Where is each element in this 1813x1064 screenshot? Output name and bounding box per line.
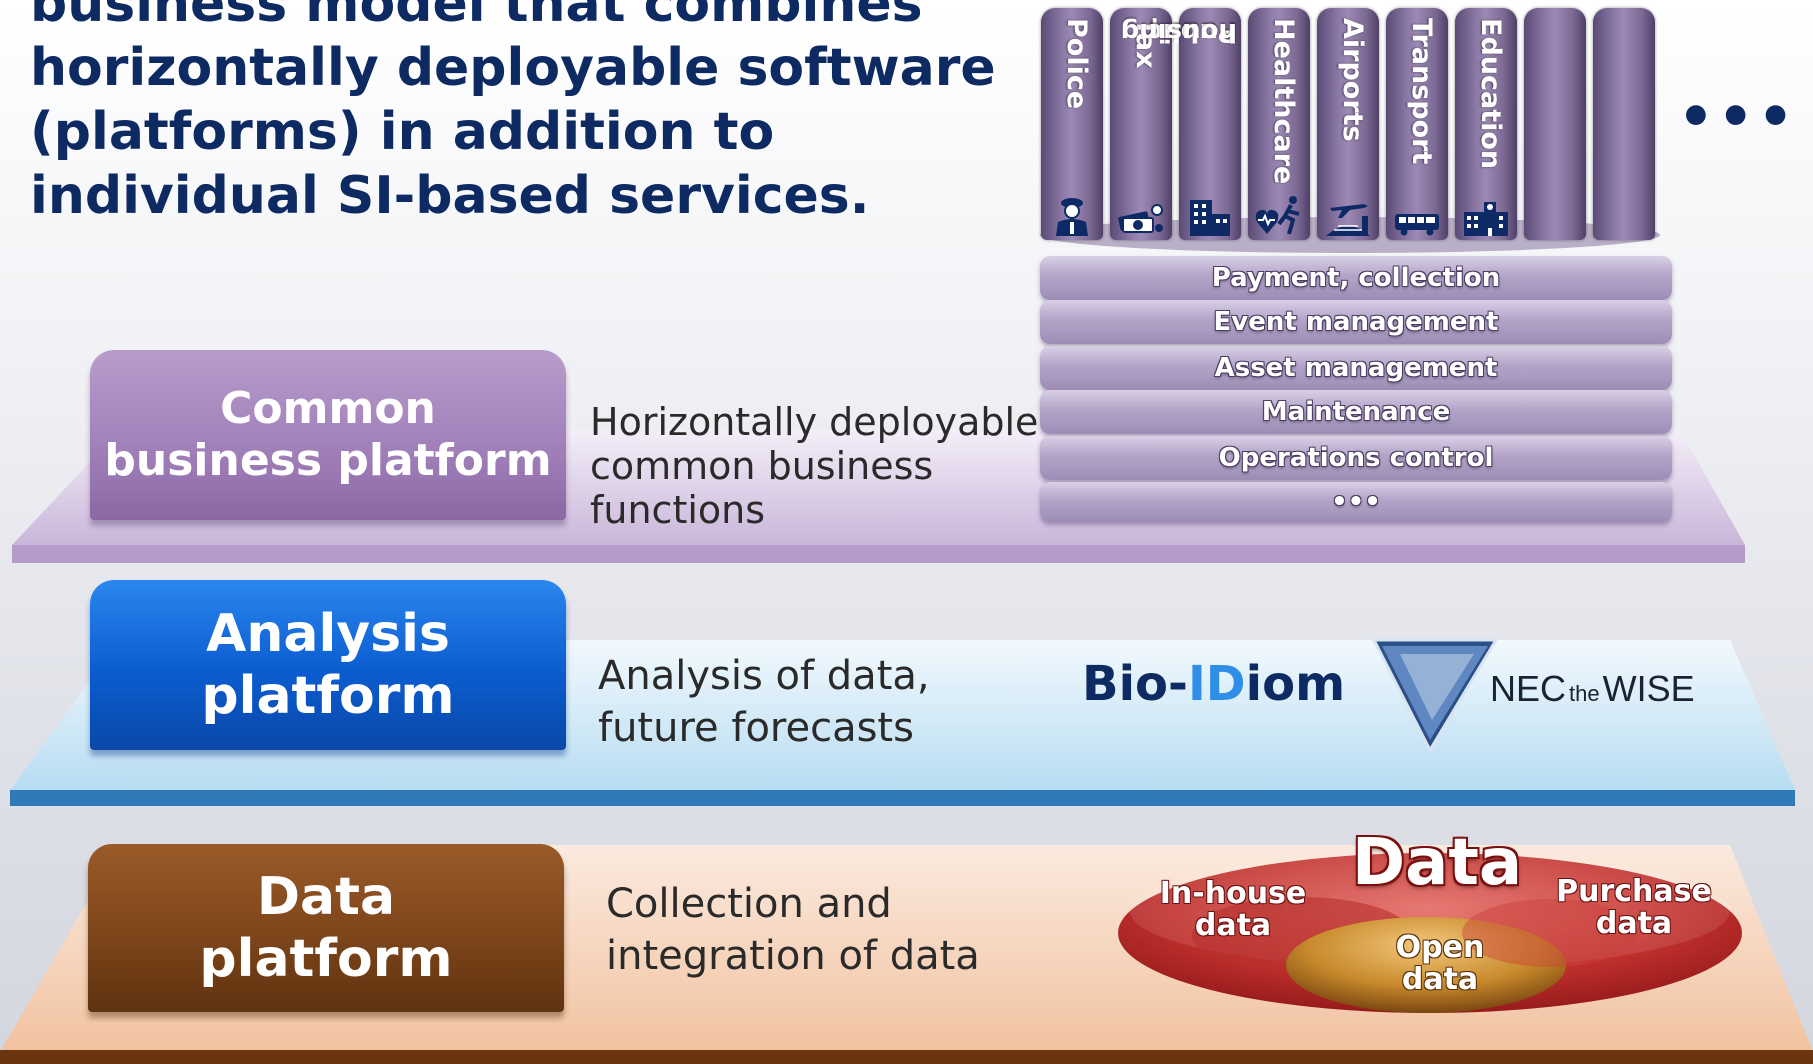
function-label: Asset management bbox=[1214, 353, 1498, 383]
desc-line: functions bbox=[590, 488, 766, 532]
desc-line: Analysis of data, bbox=[598, 653, 930, 699]
bio-idiom-logo: Bio-IDiom bbox=[1082, 656, 1345, 712]
vertical-label: Education bbox=[1475, 18, 1506, 170]
vertical-empty bbox=[1524, 8, 1586, 240]
vertical-label: Airports bbox=[1337, 18, 1368, 142]
vertical-label: Police bbox=[1061, 18, 1092, 110]
vertical-airports: Airports bbox=[1317, 8, 1379, 240]
data-center-title: Data bbox=[1352, 826, 1523, 900]
vertical-label: Transport bbox=[1406, 18, 1437, 165]
common-platform-title: business platform bbox=[104, 435, 552, 486]
desc-line: integration of data bbox=[606, 933, 980, 979]
vertical-empty bbox=[1593, 8, 1655, 240]
purchase-data-line: data bbox=[1595, 906, 1673, 941]
vertical-education: Education bbox=[1455, 8, 1517, 240]
school-building-icon bbox=[1464, 202, 1508, 236]
nec-the-wise-emblem-icon bbox=[1371, 638, 1499, 754]
headline: business model that combines horizontall… bbox=[30, 0, 1010, 228]
common-platform-title: Common bbox=[220, 383, 436, 434]
apartment-building-icon bbox=[1190, 200, 1230, 236]
vertical-label-line: housing bbox=[1120, 17, 1237, 47]
vertical-label: Healthcare bbox=[1268, 18, 1299, 185]
bio-idiom-part: Bio- bbox=[1082, 656, 1188, 712]
vertical-healthcare: Healthcare bbox=[1248, 8, 1310, 240]
function-label: Operations control bbox=[1218, 443, 1494, 473]
heartbeat-runner-icon bbox=[1255, 196, 1300, 235]
open-data-label: Open data bbox=[1370, 932, 1510, 996]
function-label: Payment, collection bbox=[1211, 263, 1501, 293]
function-slab: Operations control bbox=[1040, 436, 1672, 480]
data-platform-description: Collection and integration of data bbox=[606, 878, 980, 982]
airplane-icon bbox=[1326, 204, 1370, 236]
headline-line: horizontally deployable software bbox=[30, 38, 996, 98]
common-platform-description: Horizontally deployable common business … bbox=[590, 400, 1038, 532]
desc-line: common business bbox=[590, 444, 934, 488]
bio-idiom-part: iom bbox=[1245, 656, 1346, 712]
bio-idiom-part: ID bbox=[1187, 656, 1246, 712]
bus-icon bbox=[1395, 214, 1439, 236]
function-slab: Payment, collection bbox=[1040, 256, 1672, 300]
data-platform-title: Data bbox=[256, 867, 396, 927]
desc-line: Horizontally deployable bbox=[590, 400, 1039, 444]
common-platform-label: Common business platform bbox=[90, 350, 566, 520]
function-slab: ••• bbox=[1040, 482, 1672, 522]
nec-wise-part: WISE bbox=[1602, 668, 1695, 709]
purchase-data-line: Purchase bbox=[1556, 874, 1712, 909]
function-slab: Event management bbox=[1040, 300, 1672, 344]
vertical-transport: Transport bbox=[1386, 8, 1448, 240]
analysis-platform-label: Analysis platform bbox=[90, 580, 566, 750]
function-label: Maintenance bbox=[1261, 397, 1451, 427]
function-slab: Asset management bbox=[1040, 346, 1672, 390]
analysis-platform-title: platform bbox=[201, 666, 455, 726]
open-data-line: data bbox=[1401, 962, 1479, 997]
headline-line: (platforms) in addition to bbox=[30, 102, 775, 162]
analysis-platform-title: Analysis bbox=[206, 604, 450, 664]
desc-line: Collection and bbox=[606, 881, 892, 927]
purchase-data-label: Purchase data bbox=[1554, 876, 1714, 940]
vertical-tax: Tax bbox=[1110, 8, 1172, 240]
headline-line: individual SI-based services. bbox=[30, 166, 870, 226]
inhouse-data-label: In-house data bbox=[1153, 878, 1313, 942]
data-sources-graphic bbox=[1118, 853, 1742, 1013]
function-label: Event management bbox=[1213, 307, 1499, 337]
vertical-police: Police bbox=[1041, 8, 1103, 240]
open-data-line: Open bbox=[1395, 930, 1485, 965]
data-platform-title: platform bbox=[199, 929, 453, 989]
police-officer-icon bbox=[1056, 198, 1088, 236]
data-platform-label: Data platform bbox=[88, 844, 564, 1012]
nec-wise-part: the bbox=[1569, 681, 1600, 706]
more-verticals-ellipsis: ••• bbox=[1678, 85, 1798, 150]
inhouse-data-line: data bbox=[1194, 908, 1272, 943]
headline-line: business model that combines bbox=[30, 0, 923, 34]
nec-wise-part: NEC bbox=[1490, 668, 1567, 709]
inhouse-data-line: In-house bbox=[1159, 876, 1307, 911]
money-icon bbox=[1118, 204, 1163, 233]
analysis-platform-description: Analysis of data, future forecasts bbox=[598, 650, 930, 754]
open-data-pool bbox=[1286, 917, 1566, 1013]
function-slab: Maintenance bbox=[1040, 390, 1672, 434]
function-label: ••• bbox=[1331, 487, 1381, 517]
desc-line: future forecasts bbox=[598, 705, 914, 751]
